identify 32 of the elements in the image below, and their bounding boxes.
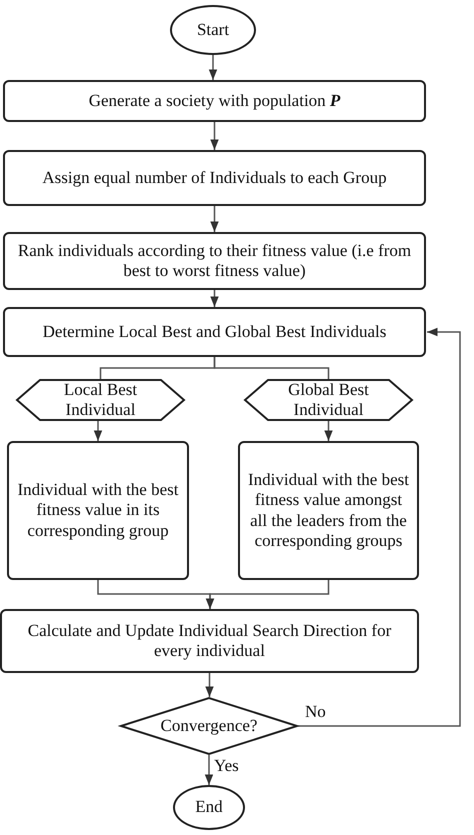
node-label: Assign equal number of Individuals to each Group — [41, 168, 388, 188]
decision-diamond — [120, 697, 298, 755]
node-label: Local Best Individual — [62, 380, 138, 420]
process-box — [3, 80, 426, 122]
process-box — [3, 150, 426, 206]
arrow — [210, 206, 219, 232]
arrow — [210, 122, 219, 150]
node-label: Individual with the best fitness value amongst all the leaders from the corresponding groups — [246, 470, 410, 552]
arrow — [204, 755, 214, 785]
process-box — [0, 609, 419, 673]
connector-line — [214, 357, 330, 379]
process-box — [7, 441, 189, 580]
node-label: Individual with the best fitness value in its corresponding group — [16, 480, 180, 542]
arrow — [205, 673, 214, 697]
edge-label: Yes — [213, 757, 240, 776]
arrow — [298, 328, 461, 727]
node-label: Global Best Individual — [287, 380, 370, 420]
node-label: Start — [196, 20, 230, 40]
arrow — [208, 55, 218, 80]
node-label: Determine Local Best and Global Best Individuals — [42, 322, 388, 342]
node-label: Generate a society with population P — [88, 90, 342, 112]
arrow — [206, 580, 330, 609]
arrow — [324, 421, 333, 441]
arrow — [210, 290, 219, 307]
node-label: Rank individuals according to their fitness value (i.e from best to worst fitness value) — [16, 240, 412, 282]
decision-label: Convergence? — [160, 716, 258, 736]
process-box — [3, 307, 426, 357]
process-box — [238, 441, 419, 580]
node-label: Calculate and Update Individual Search Direction for every individual — [26, 620, 392, 662]
node-label: End — [195, 797, 223, 818]
process-box — [3, 232, 426, 290]
arrow — [94, 421, 102, 441]
